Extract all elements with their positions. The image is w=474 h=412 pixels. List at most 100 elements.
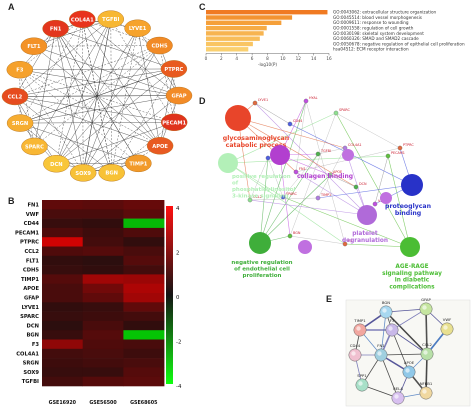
ppi-edge (111, 68, 175, 173)
gene-dot (252, 100, 258, 106)
heatmap-cell (42, 320, 83, 331)
term-gene-edge (387, 155, 411, 248)
heatmap-cell (82, 358, 124, 368)
heatmap-cell (42, 274, 83, 284)
bar (206, 31, 264, 36)
protein-node-highlight (377, 351, 382, 356)
heatmap-cell (123, 339, 165, 350)
x-tick-label: 6 (251, 56, 254, 61)
term-gene-edge (295, 171, 368, 216)
heatmap-cell (82, 227, 124, 238)
heatmap-cell (42, 330, 83, 340)
ppi-edge (82, 19, 160, 46)
heatmap-cell (82, 200, 124, 210)
heatmap-row-label: CDH5 (23, 268, 39, 274)
gene-node-label: SRGN (12, 121, 28, 127)
ppi-edge (19, 69, 139, 164)
ppi-edge (56, 68, 175, 164)
protein-label: CD44 (350, 343, 361, 348)
protein-label: GFAP (421, 297, 431, 302)
term-gene-edge (237, 117, 297, 173)
ppi-edge (55, 28, 174, 70)
gene-dot-label: F3 (348, 239, 352, 243)
protein-label: BGN (382, 300, 390, 305)
gene-node-label: F3 (16, 68, 24, 74)
heatmap-cell (82, 255, 124, 266)
heatmap-cell (123, 358, 165, 368)
gene-gene-edge (289, 235, 346, 245)
bar-category-label: GO:0043062: extracellular structure orga… (333, 10, 437, 15)
heatmap-row-label: FLT1 (26, 258, 40, 264)
heatmap-cell (123, 320, 165, 331)
heatmap-cell (42, 283, 83, 294)
gene-dot-label: COL4A1 (348, 143, 362, 147)
gene-dot (247, 197, 253, 203)
heatmap-row-label: FN1 (28, 203, 40, 209)
term-gene-edge (317, 184, 413, 199)
bar-category-label: GO:0045514: blood vessel morphogenesis (333, 15, 422, 20)
gene-node-label: DCN (50, 162, 62, 168)
heatmap-cell (42, 246, 83, 257)
ppi-edge (14, 68, 174, 97)
ppi-edge (55, 28, 139, 164)
gene-gene-edge (289, 112, 337, 237)
protein-label: RELA (393, 386, 403, 391)
gene-node (1, 87, 29, 106)
heatmap-cell (42, 237, 83, 247)
heatmap-cell (123, 376, 165, 387)
term-gene-edge (254, 102, 368, 216)
legend-tick-label: 2 (176, 251, 179, 257)
ppi-edge (56, 19, 112, 164)
heatmap-cell (82, 302, 124, 312)
gene-dot-label: LYVE1 (258, 98, 268, 102)
panel-label-e: E (326, 294, 333, 304)
go-term-node (218, 153, 238, 173)
x-tick-label: 4 (235, 56, 238, 61)
gene-node-label: COL4A1 (71, 17, 94, 23)
bar-category-label: GO:0030198: skeletal system development (333, 31, 424, 36)
gene-node-label: BGN (105, 171, 118, 177)
gene-dot (385, 153, 391, 159)
heatmap-cell (82, 209, 124, 219)
protein-label: VWF (443, 317, 452, 322)
ppi-edge (55, 28, 161, 146)
heatmap-cell (123, 209, 165, 219)
gene-dot-label: HYAL (309, 96, 318, 100)
gene-node (97, 10, 124, 28)
x-tick-label: 12 (296, 56, 302, 61)
heatmap-cell (82, 237, 124, 247)
term-gene-edge (249, 199, 368, 216)
protein-label: FN1 (377, 343, 385, 348)
gene-gene-edge (317, 147, 346, 155)
term-gene-edge (259, 153, 319, 244)
string-edge (380, 353, 428, 356)
gene-dot (315, 195, 321, 201)
ppi-edge (137, 28, 180, 96)
gene-dot (287, 233, 293, 239)
gene-node (70, 164, 97, 182)
heatmap-cell (82, 274, 124, 284)
ppi-edge (82, 19, 180, 96)
heatmap-row-label: LYVE1 (22, 305, 40, 311)
bar-category-label: GO:0050678: negative regulation of epith… (333, 41, 465, 46)
gene-node (146, 36, 173, 55)
term-gene-edge (227, 155, 389, 164)
legend-tick-label: 4 (176, 206, 180, 212)
gene-node-label: FN1 (50, 27, 62, 33)
gene-dot (280, 194, 286, 200)
string-edge (425, 353, 428, 394)
ppi-edge (34, 18, 111, 147)
heatmap-cell (123, 311, 165, 322)
gene-dot-label: BGN (293, 231, 301, 235)
heatmap-cell (82, 320, 124, 331)
heatmap-row-label: TIMP1 (21, 277, 39, 283)
ppi-edge (159, 45, 175, 123)
gene-dot (293, 169, 299, 175)
term-gene-edge (237, 117, 357, 188)
string-edge (385, 308, 427, 313)
ppi-edge (14, 45, 160, 97)
heatmap-cell (82, 265, 124, 275)
